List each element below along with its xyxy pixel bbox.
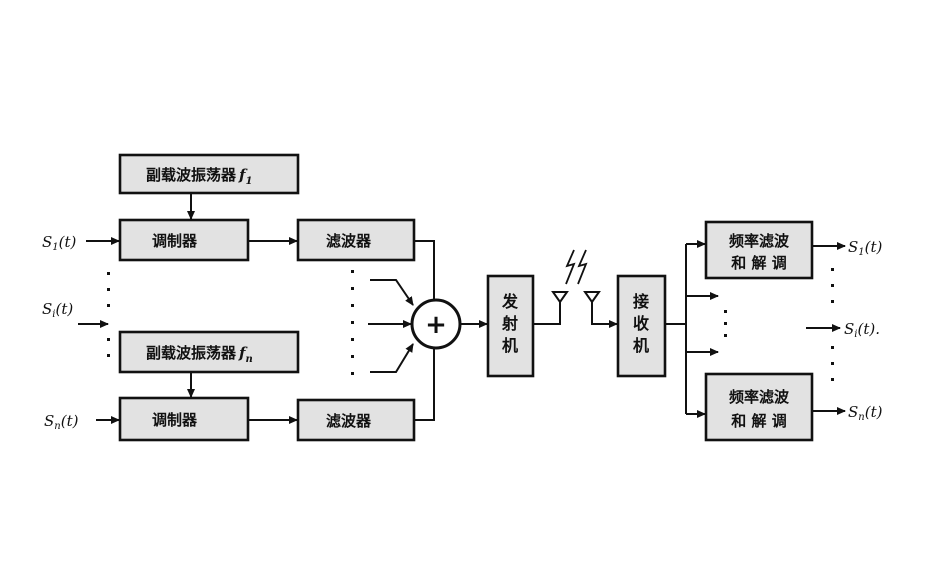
modulator-1-box <box>118 218 250 262</box>
filter-1-label: 滤波器 <box>326 232 372 250</box>
modulator-1-label: 调制器 <box>152 232 198 250</box>
transmitter-label-1: 发 <box>501 292 519 311</box>
receiver-label-2: 收 <box>633 314 649 333</box>
filter-1-box <box>296 218 416 262</box>
antenna-to-receiver-arrow <box>591 302 618 328</box>
subcarrier-oscillator-1-box <box>118 153 300 195</box>
transmitter-to-antenna-line <box>533 300 561 325</box>
modulator-n-label: 调制器 <box>152 411 198 429</box>
filter1-to-adder-line <box>414 240 435 300</box>
input-ellipsis-upper <box>107 272 110 307</box>
demodulator-1-line1: 频率滤波 <box>729 232 790 250</box>
output-ellipsis-lower <box>831 346 834 381</box>
modulator-n-box <box>118 396 250 442</box>
output-label-1: S1(t) <box>848 238 883 258</box>
filter-n-label: 滤波器 <box>326 412 372 430</box>
input-label-i: Si(t) <box>42 300 73 320</box>
demodulator-n-box <box>704 372 814 442</box>
demodulator-n-line2: 和 解 调 <box>731 412 786 430</box>
receiver-box <box>616 274 667 378</box>
subcarrier-oscillator-n-box <box>118 330 300 374</box>
output-label-i: Si(t). <box>844 320 880 340</box>
transmitter-box <box>486 274 535 378</box>
adder-input-upper-arrow <box>370 279 414 306</box>
filter-ellipsis <box>351 270 354 375</box>
receiver-label-3: 机 <box>633 336 649 355</box>
rx-antenna-icon <box>583 291 601 304</box>
input-label-1: S1(t) <box>42 233 77 253</box>
adder-input-lower-arrow <box>370 343 414 373</box>
radio-wave-icon-right <box>577 249 588 285</box>
filter-n-box <box>296 398 416 442</box>
input-ellipsis-lower <box>107 338 110 357</box>
input-label-n: Sn(t) <box>44 412 79 432</box>
output-label-n: Sn(t) <box>848 403 883 423</box>
demodulator-1-box <box>704 220 814 280</box>
receiver-label-1: 接 <box>633 292 649 311</box>
filtern-to-adder-line <box>414 348 435 421</box>
demod-ellipsis <box>724 310 727 337</box>
transmitter-label-3: 机 <box>502 336 518 355</box>
demodulator-1-line2: 和 解 调 <box>731 254 786 272</box>
tx-antenna-icon <box>551 291 569 304</box>
adder-plus-symbol: + <box>425 310 447 340</box>
transmitter-label-2: 射 <box>501 314 518 333</box>
output-ellipsis-upper <box>831 268 834 303</box>
radio-wave-icon-left <box>565 249 576 285</box>
demodulator-n-line1: 频率滤波 <box>729 388 790 406</box>
